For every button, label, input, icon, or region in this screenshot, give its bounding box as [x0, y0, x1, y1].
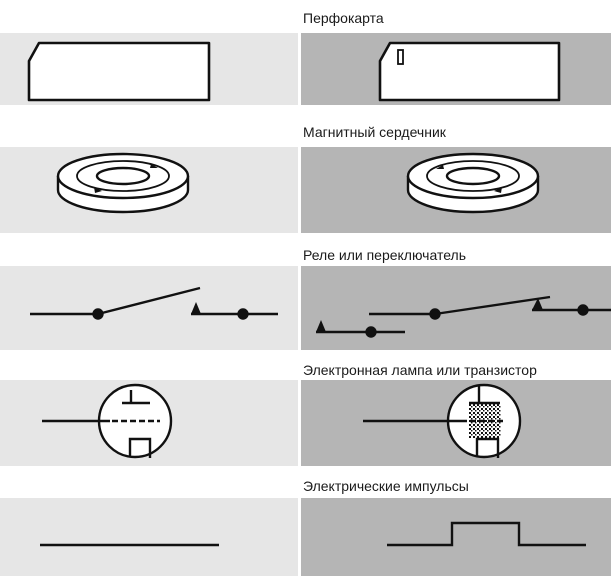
- electric-pulse-state-on: [301, 498, 611, 576]
- punch-card-shape-punched: [378, 41, 561, 102]
- vacuum-tube-state-on: [301, 380, 611, 466]
- magnetic-core-state-off: [0, 147, 298, 233]
- magnetic-core-ring-reversed: [406, 152, 540, 214]
- punch-hole: [397, 49, 404, 65]
- row-electric-pulse: [0, 498, 611, 576]
- vacuum-tube-state-off: [0, 380, 298, 466]
- row-vacuum-tube: [0, 380, 611, 466]
- punch-card-state-off: [0, 33, 298, 105]
- relay-switch-state-open: [0, 266, 298, 350]
- row-punch-card: [0, 33, 611, 105]
- label-vacuum-tube: Электронная лампа или транзистор: [303, 362, 537, 378]
- vacuum-tube-on: [363, 383, 522, 459]
- electric-pulse-state-off: [0, 498, 298, 576]
- label-punch-card: Перфокарта: [303, 10, 384, 26]
- label-relay-switch: Реле или переключатель: [303, 247, 466, 263]
- relay-switch-state-closed: [301, 266, 611, 350]
- pulse-signal-line: [387, 521, 586, 547]
- label-electric-pulse: Электрические импульсы: [303, 478, 469, 494]
- punch-card-state-on: [301, 33, 611, 105]
- magnetic-core-ring: [56, 152, 190, 214]
- row-magnetic-core: [0, 147, 611, 233]
- magnetic-core-state-on: [301, 147, 611, 233]
- relay-switch-open: [30, 286, 278, 320]
- row-relay-switch: [0, 266, 611, 350]
- punch-card-shape: [27, 41, 211, 102]
- label-magnetic-core: Магнитный сердечник: [303, 124, 446, 140]
- relay-switch-closed: [316, 295, 611, 338]
- vacuum-tube-off: [42, 383, 173, 459]
